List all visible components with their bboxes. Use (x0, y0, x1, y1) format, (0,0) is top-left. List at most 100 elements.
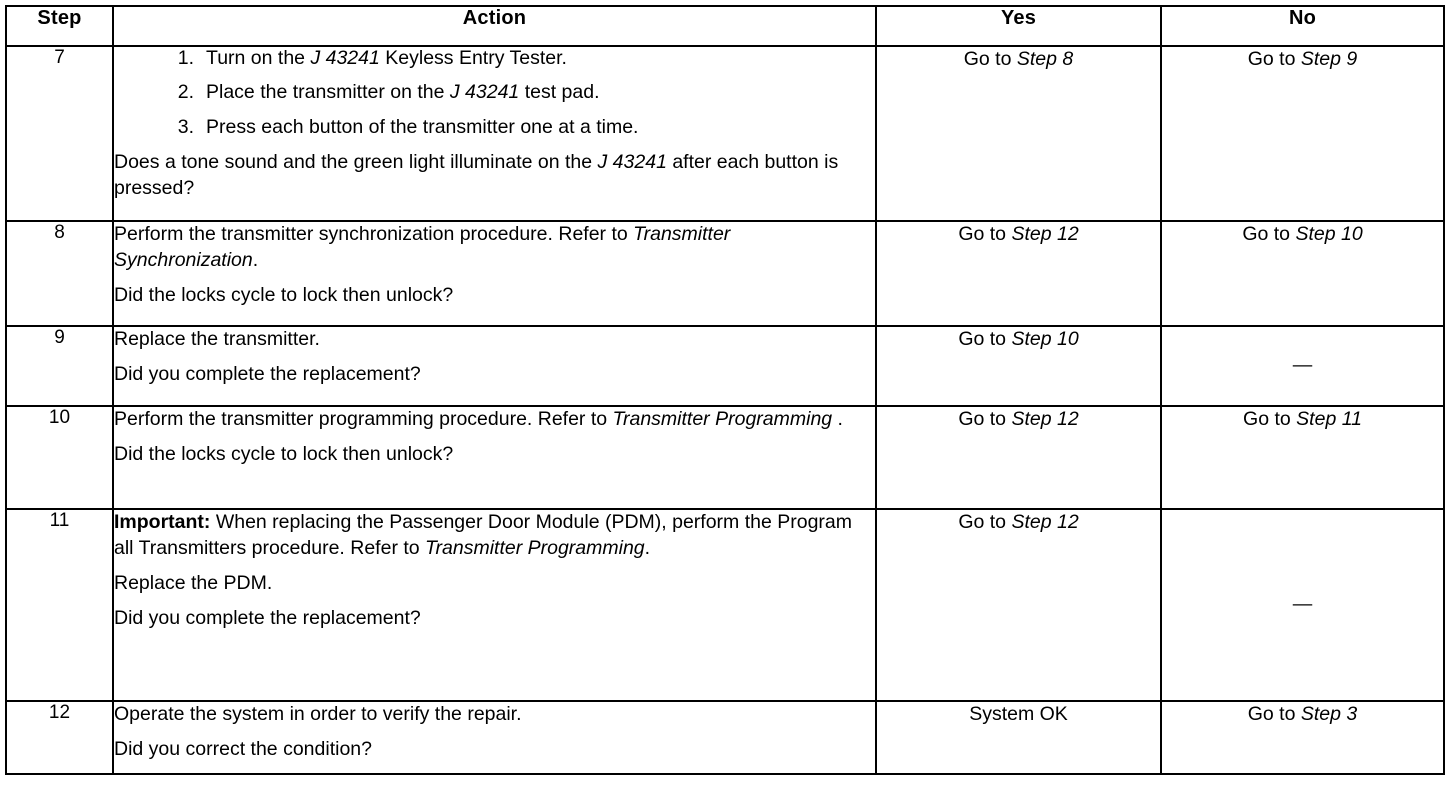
no-text-pre: — (1292, 593, 1313, 616)
table-body: 7 1. Turn on the J 43241 Keyless Entry Te… (5, 45, 1445, 775)
action-content: Replace the transmitter. Did you complet… (112, 325, 877, 407)
list-item-number: 1. (177, 47, 194, 69)
no-text-pre: Go to (1247, 703, 1301, 725)
yes-text-pre: System OK (969, 703, 1068, 725)
action-question: Does a tone sound and the green light il… (114, 150, 875, 202)
yes-text-pre: Go to (958, 223, 1012, 245)
action-question: Did you complete the replacement? (114, 606, 421, 629)
action-body: Replace the PDM. (114, 571, 273, 594)
table-row: 9 Replace the transmitter. Did you compl… (5, 325, 1445, 407)
no-answer: Go to Step 9 (1160, 45, 1445, 222)
list-item: 1. Turn on the J 43241 Keyless Entry Test… (114, 47, 875, 70)
action-content: 1. Turn on the J 43241 Keyless Entry Test… (112, 45, 877, 222)
no-answer: — (1160, 325, 1445, 407)
question-text-post: after each button is pressed? (114, 151, 839, 200)
action-question: Did the locks cycle to lock then unlock? (114, 283, 454, 306)
yes-answer: Go to Step 12 (875, 220, 1162, 327)
yes-answer: Go to Step 10 (875, 325, 1162, 407)
column-header-step: Step (5, 5, 114, 47)
yes-step-reference: Step 10 (1011, 328, 1079, 350)
step-number: 7 (5, 45, 114, 222)
body-text-post: . (832, 408, 843, 430)
yes-text-pre: Go to (958, 511, 1012, 533)
table-row: 8 Perform the transmitter synchronizatio… (5, 220, 1445, 327)
body-text-pre: Perform the transmitter synchronization … (114, 223, 634, 245)
action-content: Perform the transmitter synchronization … (112, 220, 877, 327)
list-item-text-post: test pad. (519, 81, 600, 104)
list-item-text-pre: Turn on the (206, 47, 311, 69)
action-body: Perform the transmitter synchronization … (114, 222, 875, 274)
step-number: 9 (5, 325, 114, 407)
no-step-reference: Step 10 (1295, 223, 1363, 245)
no-answer: — (1160, 508, 1445, 702)
no-text-pre: Go to (1242, 223, 1296, 245)
procedure-reference: Transmitter Programming (425, 536, 645, 559)
list-item-text-pre: Place the transmitter on the (206, 81, 450, 104)
table-row: 7 1. Turn on the J 43241 Keyless Entry Te… (5, 45, 1445, 222)
action-body: Perform the transmitter programming proc… (114, 407, 875, 433)
body-text-pre: Replace the transmitter. (114, 328, 320, 350)
no-step-reference: Step 9 (1300, 48, 1358, 70)
yes-step-reference: Step 12 (1011, 511, 1079, 533)
column-header-no: No (1160, 5, 1445, 47)
procedure-reference: Transmitter Programming (612, 408, 833, 430)
list-item-number: 3. (177, 115, 194, 138)
header-row: Step Action Yes No (5, 5, 1445, 47)
tool-designation: J 43241 (310, 47, 380, 69)
step-number: 10 (5, 405, 114, 510)
action-content: Operate the system in order to verify th… (112, 700, 877, 775)
table-row: 10 Perform the transmitter programming p… (5, 405, 1445, 510)
action-question: Did the locks cycle to lock then unlock? (114, 442, 454, 465)
list-item: 2.Place the transmitter on the J 43241 t… (114, 81, 875, 104)
question-text-pre: Does a tone sound and the green light il… (114, 151, 598, 174)
step-number: 12 (5, 700, 114, 775)
yes-answer: System OK (875, 700, 1162, 775)
tool-designation: J 43241 (597, 151, 667, 174)
column-header-yes: Yes (875, 5, 1162, 47)
yes-answer: Go to Step 12 (875, 405, 1162, 510)
yes-text-pre: Go to (958, 408, 1012, 430)
important-note: Important: When replacing the Passenger … (114, 510, 875, 562)
action-question: Did you correct the condition? (114, 737, 372, 760)
yes-answer: Go to Step 12 (875, 508, 1162, 702)
step-number: 11 (5, 508, 114, 702)
no-answer: Go to Step 3 (1160, 700, 1445, 775)
no-text-pre: — (1292, 354, 1313, 377)
important-label: Important: (114, 511, 211, 533)
no-answer: Go to Step 11 (1160, 405, 1445, 510)
important-post: . (644, 536, 651, 559)
yes-step-reference: Step 12 (1011, 223, 1079, 245)
yes-text-pre: Go to (958, 328, 1012, 350)
procedure-reference: Transmitter Synchronization (114, 223, 731, 271)
list-item-text-pre: Press each button of the transmitter one… (206, 115, 639, 138)
body-text-pre: Perform the transmitter programming proc… (114, 408, 613, 430)
no-text-pre: Go to (1247, 48, 1301, 70)
table-header: Step Action Yes No (5, 5, 1445, 47)
important-body: When replacing the Passenger Door Module… (114, 511, 853, 559)
yes-text-pre: Go to (963, 48, 1017, 70)
no-answer: Go to Step 10 (1160, 220, 1445, 327)
step-number: 8 (5, 220, 114, 327)
no-step-reference: Step 11 (1296, 408, 1362, 430)
diagnostic-step-table: Step Action Yes No 7 1. Turn on the J 432… (5, 5, 1445, 775)
action-content: Important: When replacing the Passenger … (112, 508, 877, 702)
table-row: 11 Important: When replacing the Passeng… (5, 508, 1445, 702)
action-question: Did you complete the replacement? (114, 362, 421, 385)
table-row: 12 Operate the system in order to verify… (5, 700, 1445, 775)
list-item-number: 2. (177, 81, 194, 104)
no-text-pre: Go to (1243, 408, 1297, 430)
body-text-pre: Operate the system in order to verify th… (114, 703, 522, 725)
instruction-list: 1. Turn on the J 43241 Keyless Entry Test… (114, 47, 875, 139)
action-content: Perform the transmitter programming proc… (112, 405, 877, 510)
list-item-text-post: Keyless Entry Tester. (379, 47, 567, 69)
yes-answer: Go to Step 8 (875, 45, 1162, 222)
action-body: Replace the transmitter. (114, 327, 875, 353)
column-header-action: Action (112, 5, 877, 47)
list-item: 3. Press each button of the transmitter o… (114, 116, 875, 139)
yes-step-reference: Step 12 (1011, 408, 1079, 430)
action-body: Operate the system in order to verify th… (114, 702, 875, 728)
body-text-post: . (252, 248, 259, 271)
no-step-reference: Step 3 (1300, 703, 1358, 725)
yes-step-reference: Step 8 (1016, 48, 1074, 70)
